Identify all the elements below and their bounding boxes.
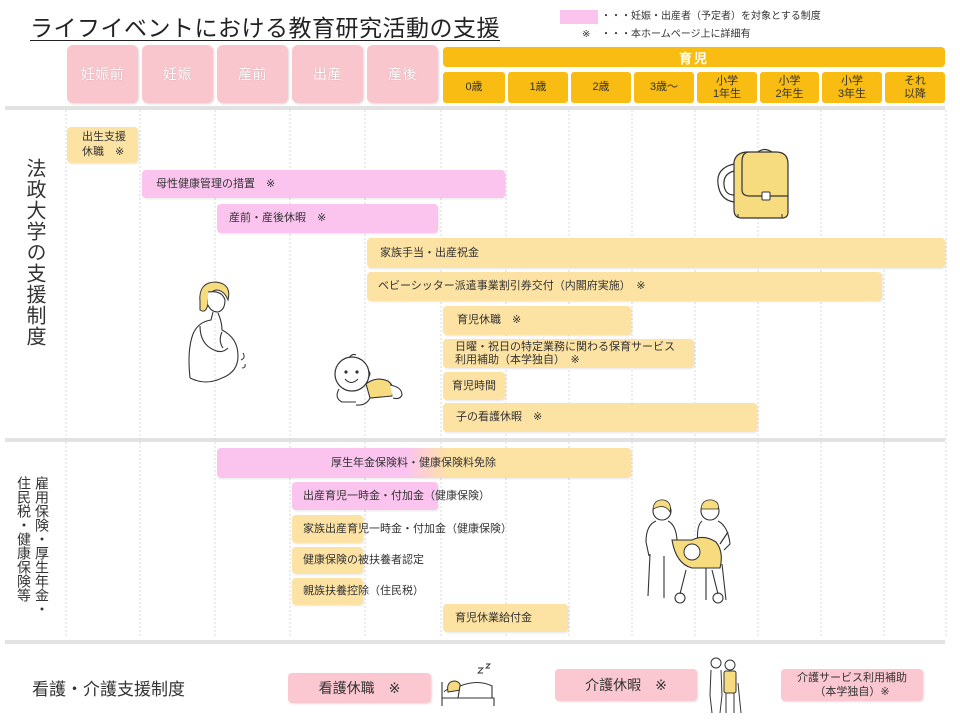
crawling-baby-icon <box>334 353 403 406</box>
stage-birth: 出産 <box>292 45 363 103</box>
age-1: 1歳 <box>508 72 568 103</box>
nursing-leave-box: 看護休職 ※ <box>288 673 431 703</box>
university-section-label: 法政大学の支援制度 <box>23 158 45 347</box>
age-3-plus: 3歳〜 <box>634 72 694 103</box>
family-allowance-bar: 家族手当・出産祝金 <box>367 238 945 268</box>
section-separator-1 <box>5 438 945 442</box>
section-separator-2 <box>5 640 945 644</box>
family-childbirth-lump-sum-bar: 家族出産育児一時金・付加金（健康保険） <box>292 515 512 543</box>
babysitter-voucher-bar: ベビーシッター派遣事業割引券交付（内閣府実施） ※ <box>367 272 882 301</box>
maternity-leave-bar: 産前・産後休暇 ※ <box>217 204 438 233</box>
birth-support-leave-bar: 出生支援 休職 ※ <box>67 127 138 163</box>
elderly-caregiver-icon <box>709 657 742 714</box>
age-elementary-2: 小学 2年生 <box>760 72 819 103</box>
legend-note-mark: ※ <box>582 29 591 40</box>
childcare-leave-benefit-bar: 育児休業給付金 <box>443 604 568 632</box>
dependent-deduction-bar: 親族扶養控除（住民税） <box>292 578 424 605</box>
dependent-certification-bar: 健康保険の被扶養者認定 <box>292 547 424 574</box>
maternal-health-measures-bar: 母性健康管理の措置 ※ <box>142 170 505 198</box>
stage-pregnancy: 妊娠 <box>142 45 213 103</box>
stage-before-pregnancy: 妊娠前 <box>67 45 138 103</box>
age-0: 0歳 <box>443 72 505 103</box>
pregnant-woman-icon <box>188 281 246 383</box>
insurance-section-label: 雇用保険・厚生年金・ 住民税・健康保険等 <box>16 476 50 616</box>
caregiving-leave-box: 介護休暇 ※ <box>555 669 697 701</box>
nursing-time-bar: 育児時間 <box>443 372 505 400</box>
page-title: ライフイベントにおける教育研究活動の支援 <box>30 15 500 41</box>
legend-note-description: ・・・本ホームページ上に詳細有 <box>601 29 751 40</box>
holiday-childcare-subsidy-bar: 日曜・祝日の特定業務に関わる保育サービス 利用補助（本学独自） ※ <box>443 339 694 368</box>
legend-pink-description: ・・・妊娠・出産者（予定者）を対象とする制度 <box>601 11 821 22</box>
age-and-later: それ 以降 <box>885 72 945 103</box>
childcare-header: 育児 <box>443 47 945 67</box>
childbirth-lump-sum-bar: 出産育児一時金・付加金（健康保険） <box>292 482 490 510</box>
legend-pink-swatch <box>560 10 598 24</box>
care-section-label: 看護・介護支援制度 <box>32 680 185 699</box>
age-elementary-1: 小学 1年生 <box>697 72 757 103</box>
age-elementary-3: 小学 3年生 <box>822 72 882 103</box>
patient-in-bed-icon <box>441 663 495 706</box>
school-backpack-icon <box>717 148 789 219</box>
care-service-subsidy-box: 介護サービス利用補助 （本学独自）※ <box>781 669 923 701</box>
child-sick-leave-bar: 子の看護休暇 ※ <box>443 403 757 432</box>
stage-prenatal: 産前 <box>217 45 288 103</box>
childcare-leave-bar: 育児休職 ※ <box>443 306 631 335</box>
stage-postnatal: 産後 <box>367 45 438 103</box>
family-stroller-icon <box>645 499 731 604</box>
header-separator <box>5 106 945 110</box>
pension-insurance-exemption-bar: 厚生年金保険料・健康保険料免除 <box>217 448 631 478</box>
age-2: 2歳 <box>571 72 631 103</box>
